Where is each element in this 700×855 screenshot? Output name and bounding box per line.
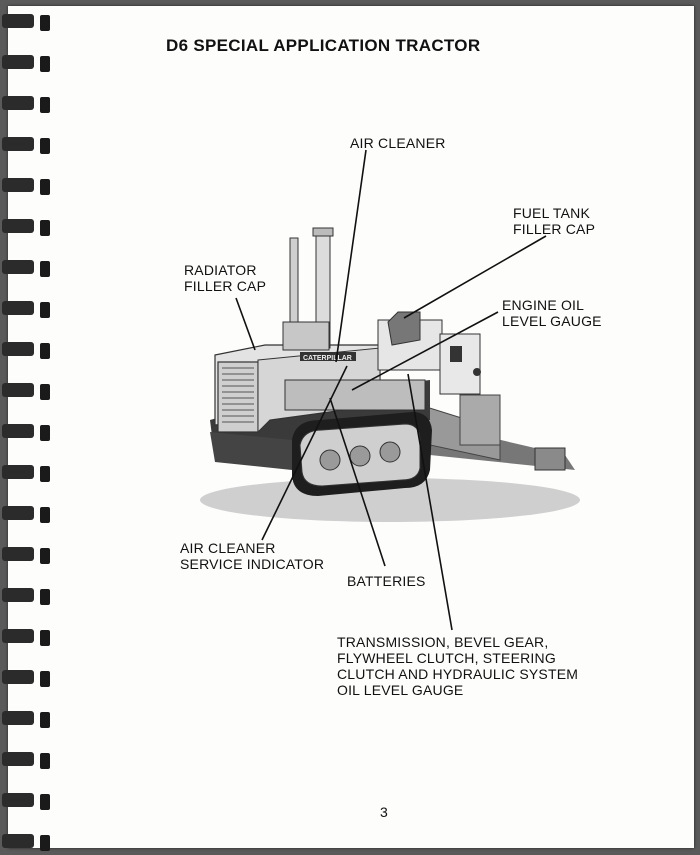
binding-coil (2, 383, 34, 397)
binding-coil (2, 424, 34, 438)
radiator-grille (217, 361, 259, 433)
ripper-attachment (415, 394, 575, 471)
binding-hole (40, 15, 50, 31)
spiral-binding (2, 14, 50, 851)
binding-coil (2, 219, 34, 233)
binding-hole (40, 835, 50, 851)
callout-transmission-oil-level-gauge: TRANSMISSION, BEVEL GEAR, FLYWHEEL CLUTC… (337, 634, 579, 698)
callout-air-cleaner-service-indicator: AIR CLEANER SERVICE INDICATOR (180, 540, 325, 572)
binding-coil (2, 301, 34, 315)
binding-coil (2, 260, 34, 274)
main-frame (284, 379, 426, 411)
binding-hole (40, 589, 50, 605)
binding-hole (40, 794, 50, 810)
binding-hole (40, 384, 50, 400)
binding-hole (40, 220, 50, 236)
callout-air-cleaner: AIR CLEANER (350, 135, 446, 151)
binding-hole (40, 630, 50, 646)
binding-hole (40, 261, 50, 277)
leader-lines (235, 149, 547, 631)
binding-coil (2, 137, 34, 151)
callout-engine-oil-level-gauge: ENGINE OIL LEVEL GAUGE (502, 297, 602, 329)
binding-hole (40, 425, 50, 441)
callout-batteries: BATTERIES (347, 573, 426, 589)
binding-coil (2, 14, 34, 28)
binding-coil (2, 752, 34, 766)
callout-radiator-filler-cap: RADIATOR FILLER CAP (184, 262, 267, 294)
page-title: D6 SPECIAL APPLICATION TRACTOR (166, 36, 481, 55)
binding-coil (2, 793, 34, 807)
binding-hole (40, 343, 50, 359)
binding-coil (2, 629, 34, 643)
binding-hole (40, 179, 50, 195)
binding-coil (2, 547, 34, 561)
caterpillar-logo (300, 352, 356, 361)
binding-coil (2, 834, 34, 848)
binding-hole (40, 671, 50, 687)
binding-coil (2, 670, 34, 684)
binding-coil (2, 465, 34, 479)
page-number: 3 (380, 804, 388, 820)
ground-shadow (200, 478, 580, 522)
binding-hole (40, 138, 50, 154)
binding-coil (2, 711, 34, 725)
callout-fuel-tank-filler-cap: FUEL TANK FILLER CAP (513, 205, 596, 237)
binding-hole (40, 97, 50, 113)
front-track (292, 412, 432, 496)
binding-hole (40, 507, 50, 523)
binding-coil (2, 178, 34, 192)
binding-coil (2, 342, 34, 356)
binding-hole (40, 56, 50, 72)
binding-coil (2, 55, 34, 69)
binding-hole (40, 712, 50, 728)
binding-hole (40, 302, 50, 318)
binding-hole (40, 548, 50, 564)
binding-hole (40, 753, 50, 769)
binding-coil (2, 588, 34, 602)
binding-coil (2, 506, 34, 520)
svg-text:CATERPILLAR: CATERPILLAR (303, 355, 352, 362)
binding-coil (2, 96, 34, 110)
operator-station (377, 311, 481, 395)
binding-hole (40, 466, 50, 482)
